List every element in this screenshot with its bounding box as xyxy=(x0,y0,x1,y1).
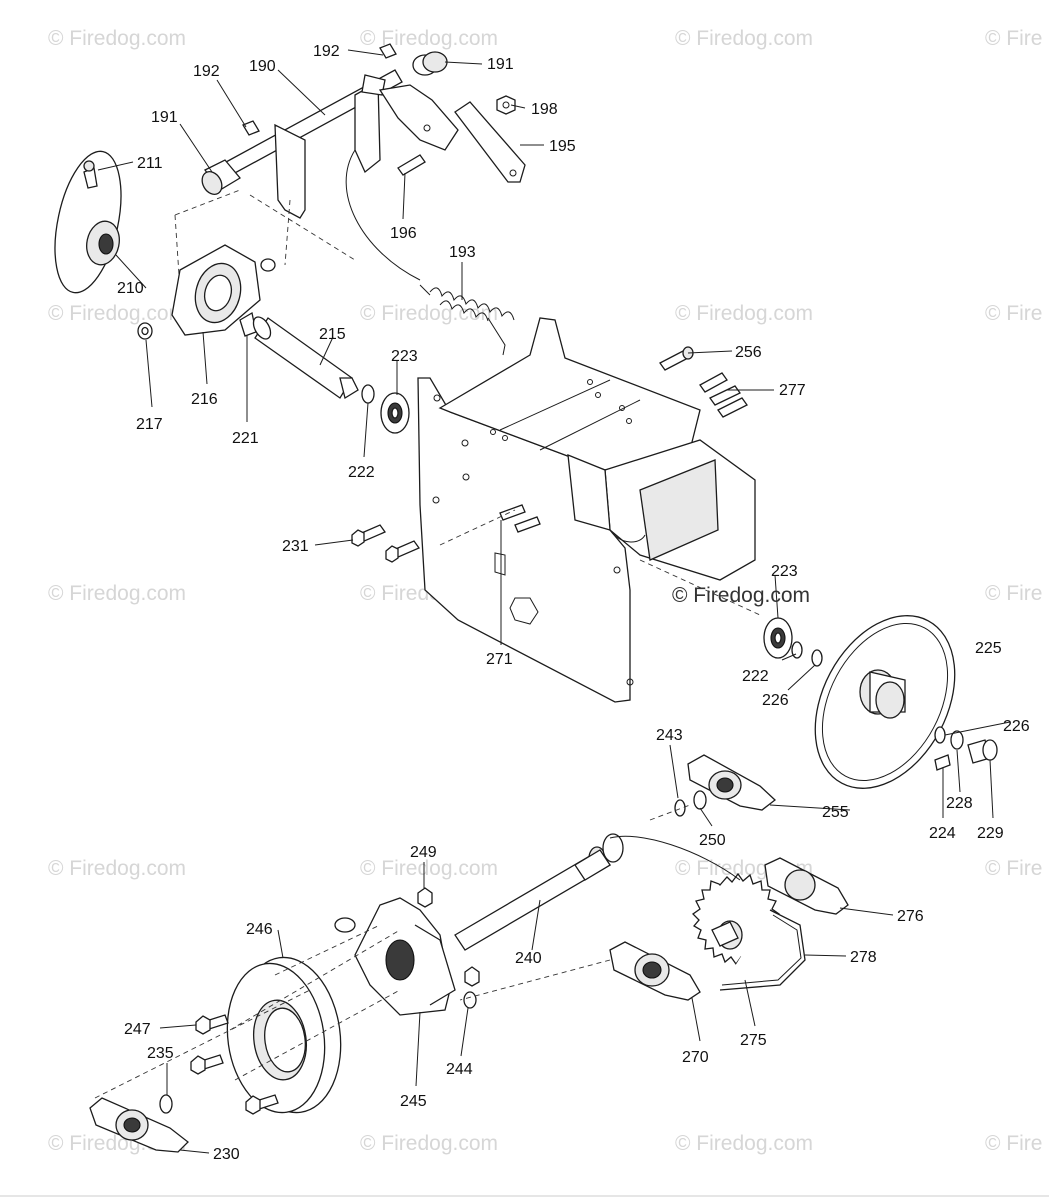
callout-label: 223 xyxy=(771,563,798,580)
callout-label: 276 xyxy=(897,908,924,925)
watermark-layer: © Firedog.com © Firedog.com © Firedog.co… xyxy=(48,27,1042,1155)
axle-assembly xyxy=(89,754,849,1153)
callout-label: 195 xyxy=(549,138,576,155)
callout-label: 230 xyxy=(213,1146,240,1163)
callout-label: 222 xyxy=(742,668,769,685)
spring-193 xyxy=(419,284,515,356)
callout-label: 235 xyxy=(147,1045,174,1062)
callout-leaders xyxy=(97,49,1011,1154)
callout-label: 193 xyxy=(449,244,476,261)
callout-label: 226 xyxy=(1003,718,1030,735)
callout-label: 278 xyxy=(850,949,877,966)
watermark: © Firedog.com xyxy=(360,302,498,325)
callout-label: 256 xyxy=(735,344,762,361)
callout-label: 221 xyxy=(232,430,259,447)
callout-label: 247 xyxy=(124,1021,151,1038)
linkage-assembly xyxy=(174,43,526,291)
callout-label: 246 xyxy=(246,921,273,938)
frame-housing xyxy=(351,317,761,703)
callout-label: 245 xyxy=(400,1093,427,1110)
callout-label: 192 xyxy=(193,63,220,80)
callout-labels: 192 191 192 190 198 191 195 211 196 193 … xyxy=(117,43,1030,1163)
callout-label: 210 xyxy=(117,280,144,297)
watermark: © Fire xyxy=(985,1132,1042,1155)
watermark: © Firedog.com xyxy=(672,584,810,607)
callout-label: 231 xyxy=(282,538,309,555)
callout-label: 240 xyxy=(515,950,542,967)
callout-label: 216 xyxy=(191,391,218,408)
callout-label: 275 xyxy=(740,1032,767,1049)
watermark: © Firedog.com xyxy=(48,27,186,50)
watermark: © Fire xyxy=(985,27,1042,50)
callout-label: 191 xyxy=(151,109,178,126)
callout-label: 226 xyxy=(762,692,789,709)
callout-label: 271 xyxy=(486,651,513,668)
callout-label: 190 xyxy=(249,58,276,75)
callout-label: 244 xyxy=(446,1061,473,1078)
callout-label: 243 xyxy=(656,727,683,744)
watermark: © Firedog.com xyxy=(360,857,498,880)
watermark: © Fire xyxy=(985,582,1042,605)
watermark: © Firedog.com xyxy=(48,582,186,605)
callout-label: 250 xyxy=(699,832,726,849)
watermark: © Fire xyxy=(985,857,1042,880)
watermark: © Firedog.com xyxy=(48,857,186,880)
watermark: © Firedog.com xyxy=(675,1132,813,1155)
callout-label: 217 xyxy=(136,416,163,433)
callout-label: 196 xyxy=(390,225,417,242)
watermark: © Firedog.com xyxy=(675,27,813,50)
callout-label: 249 xyxy=(410,844,437,861)
callout-label: 224 xyxy=(929,825,956,842)
callout-label: 255 xyxy=(822,804,849,821)
watermark: © Firedog.com xyxy=(360,1132,498,1155)
callout-label: 229 xyxy=(977,825,1004,842)
callout-label: 228 xyxy=(946,795,973,812)
callout-label: 192 xyxy=(313,43,340,60)
drive-pulley-assembly xyxy=(54,150,410,434)
callout-label: 191 xyxy=(487,56,514,73)
callout-label: 215 xyxy=(319,326,346,343)
watermark: © Fire xyxy=(985,302,1042,325)
watermark: © Firedog.com xyxy=(675,302,813,325)
callout-label: 225 xyxy=(975,640,1002,657)
callout-label: 223 xyxy=(391,348,418,365)
callout-label: 222 xyxy=(348,464,375,481)
watermark: © Firedog.com xyxy=(48,302,186,325)
callout-label: 198 xyxy=(531,101,558,118)
callout-label: 277 xyxy=(779,382,806,399)
watermark: © Firedog.com xyxy=(360,27,498,50)
callout-label: 211 xyxy=(137,155,163,172)
callout-label: 270 xyxy=(682,1049,709,1066)
driven-pulley-assembly xyxy=(763,615,998,789)
